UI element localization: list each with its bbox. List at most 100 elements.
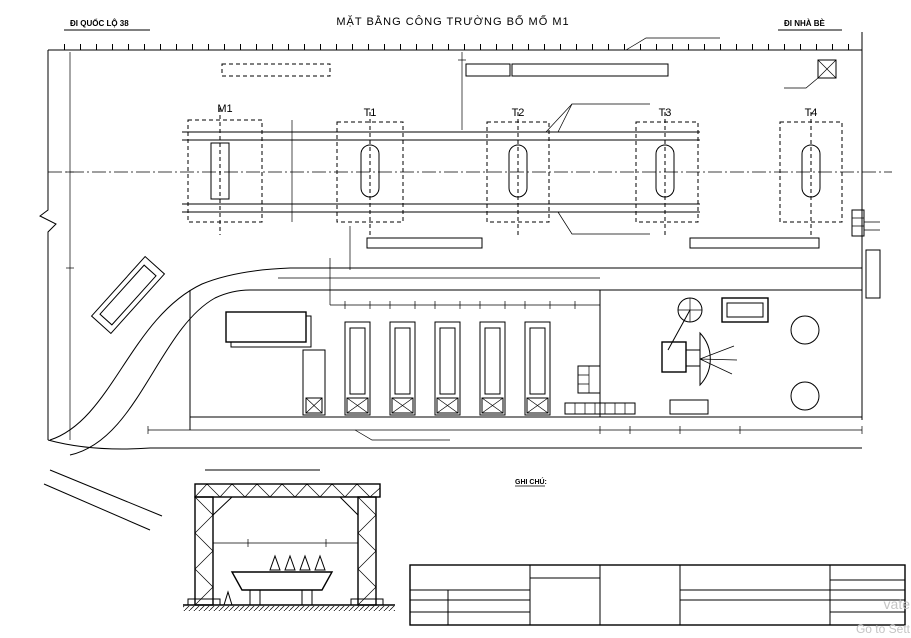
crane-span-dimension-ticks: [212, 539, 359, 547]
cement-warehouse: [721, 297, 769, 323]
title-block-columns: [447, 565, 831, 625]
leg-base-left: [187, 598, 221, 606]
casting-bed-4: [479, 321, 506, 416]
exit-road-edge-1: [49, 469, 163, 517]
pier-t1-label: T1: [364, 107, 377, 119]
bottom-dimensions: [147, 426, 863, 441]
water-tank-2: [790, 381, 820, 411]
title-block-rows-right: [830, 579, 905, 613]
guard-box-cross: [817, 59, 837, 79]
pier-t4-label: T4: [805, 107, 818, 119]
rebar-storage-box: [305, 397, 323, 414]
casting-bed-end-box: [436, 397, 459, 414]
rebar-storage-box-cross: [305, 397, 323, 414]
pier-t3-label: T3: [659, 107, 672, 119]
casting-bed-outer: [479, 321, 506, 416]
casting-bed-inner: [439, 327, 456, 395]
crane-left-leg: [194, 496, 214, 606]
batching-plant: [661, 341, 687, 373]
cement-warehouse-inner: [726, 302, 764, 318]
pier-t2: T2: [486, 107, 550, 235]
casting-bed-3: [434, 321, 461, 416]
pier-t3-footprint: [635, 121, 699, 223]
watermark-line-1: vate: [883, 596, 910, 612]
casting-bed-5: [524, 321, 551, 416]
header: ĐI QUỐC LỘ 38 MẶT BẰNG CÔNG TRƯỜNG BỐ MỐ…: [64, 14, 842, 31]
service-road: [43, 267, 862, 531]
storage-area-dashed: [221, 63, 331, 77]
casting-bed-outer: [524, 321, 551, 416]
casting-bed-inner: [529, 327, 546, 395]
right-direction-label: ĐI NHÀ BÈ: [784, 19, 826, 28]
pier-t1-footprint: [336, 121, 404, 223]
portal-crane-section: [183, 469, 395, 611]
crane-knee-braces: [212, 496, 359, 516]
bridge-axis: [48, 103, 892, 235]
casting-bed-end-box: [346, 397, 369, 414]
stone-storage-shadow: [230, 315, 312, 348]
lifting-gear: [269, 554, 326, 571]
bridge-girder: [230, 571, 334, 591]
casting-bed-outer: [344, 321, 371, 416]
road-bottom-edge: [47, 439, 862, 450]
casting-bed-2: [389, 321, 416, 416]
casting-bed-end-box: [526, 397, 549, 414]
rotated-yard-outer: [90, 255, 166, 335]
pier-t2-label: T2: [512, 107, 525, 119]
storage-area-plain: [465, 63, 511, 77]
casting-bed-end-cross: [481, 397, 504, 414]
title-block: [409, 564, 906, 626]
casting-bed-end-box: [481, 397, 504, 414]
title-block-frame: [409, 564, 906, 626]
clearance-leader-bottom: [354, 429, 450, 441]
crane-top-beam-truss: [194, 483, 381, 498]
pier-t3: T3: [635, 107, 699, 235]
road-edge-inner: [69, 289, 862, 456]
casting-bed-1: [344, 321, 371, 416]
rotated-yard-inner: [99, 264, 157, 326]
storage-row-dividers: [574, 403, 626, 414]
batching-plant-hopper: [685, 349, 701, 367]
guard-box-leader: [784, 77, 819, 89]
right-side-structure-lines: [852, 217, 880, 231]
road-edge-outer: [49, 267, 862, 441]
tower-crane-boom: [667, 309, 691, 351]
boundary-left: [39, 50, 57, 440]
crane-left-leg-bracing: [194, 496, 214, 606]
casting-bed-inner: [484, 327, 501, 395]
watermark-line-2: Go to Sett: [855, 622, 910, 636]
rotated-storage-yard: [90, 255, 166, 335]
exit-road-edge-2: [43, 483, 151, 531]
pier-m1: M1: [187, 103, 263, 235]
traffic-cone: [223, 590, 233, 606]
right-side-structure: [851, 209, 865, 237]
storage-area-hatched: [511, 63, 669, 77]
title-block-rows-mid: [530, 577, 830, 601]
right-side-hatched-area: [865, 249, 881, 299]
crane-right-leg-bracing: [357, 496, 377, 606]
ground-hatch: [183, 606, 395, 611]
beam-casting-yard: [189, 290, 862, 430]
notes-heading: GHI CHÚ:: [515, 477, 547, 486]
notes: GHI CHÚ:: [515, 477, 547, 487]
casting-bed-end-cross: [526, 397, 549, 414]
stone-storage: [225, 311, 307, 343]
drawing-title: MẶT BẰNG CÔNG TRƯỜNG BỐ MỐ M1: [336, 14, 569, 28]
storage-areas-top: [221, 59, 837, 89]
crane-top-beam: [194, 483, 381, 498]
dimension-chain-ticks: [344, 301, 601, 309]
leg-base-right: [350, 598, 384, 606]
dimension-bottom-ticks: [147, 426, 863, 434]
casting-bed-end-cross: [391, 397, 414, 414]
guard-box: [817, 59, 837, 79]
girder-support-left: [249, 589, 261, 606]
water-tank-1: [790, 315, 820, 345]
storage-area-hatched-2: [366, 237, 483, 249]
aggregate-bin-dividers: [699, 345, 738, 375]
casting-bed-end-cross: [436, 397, 459, 414]
rail-leader-bottom: [557, 211, 650, 235]
pier-t1: T1: [336, 107, 404, 235]
site-office: [669, 399, 709, 415]
storage-areas-middle: [329, 209, 881, 305]
